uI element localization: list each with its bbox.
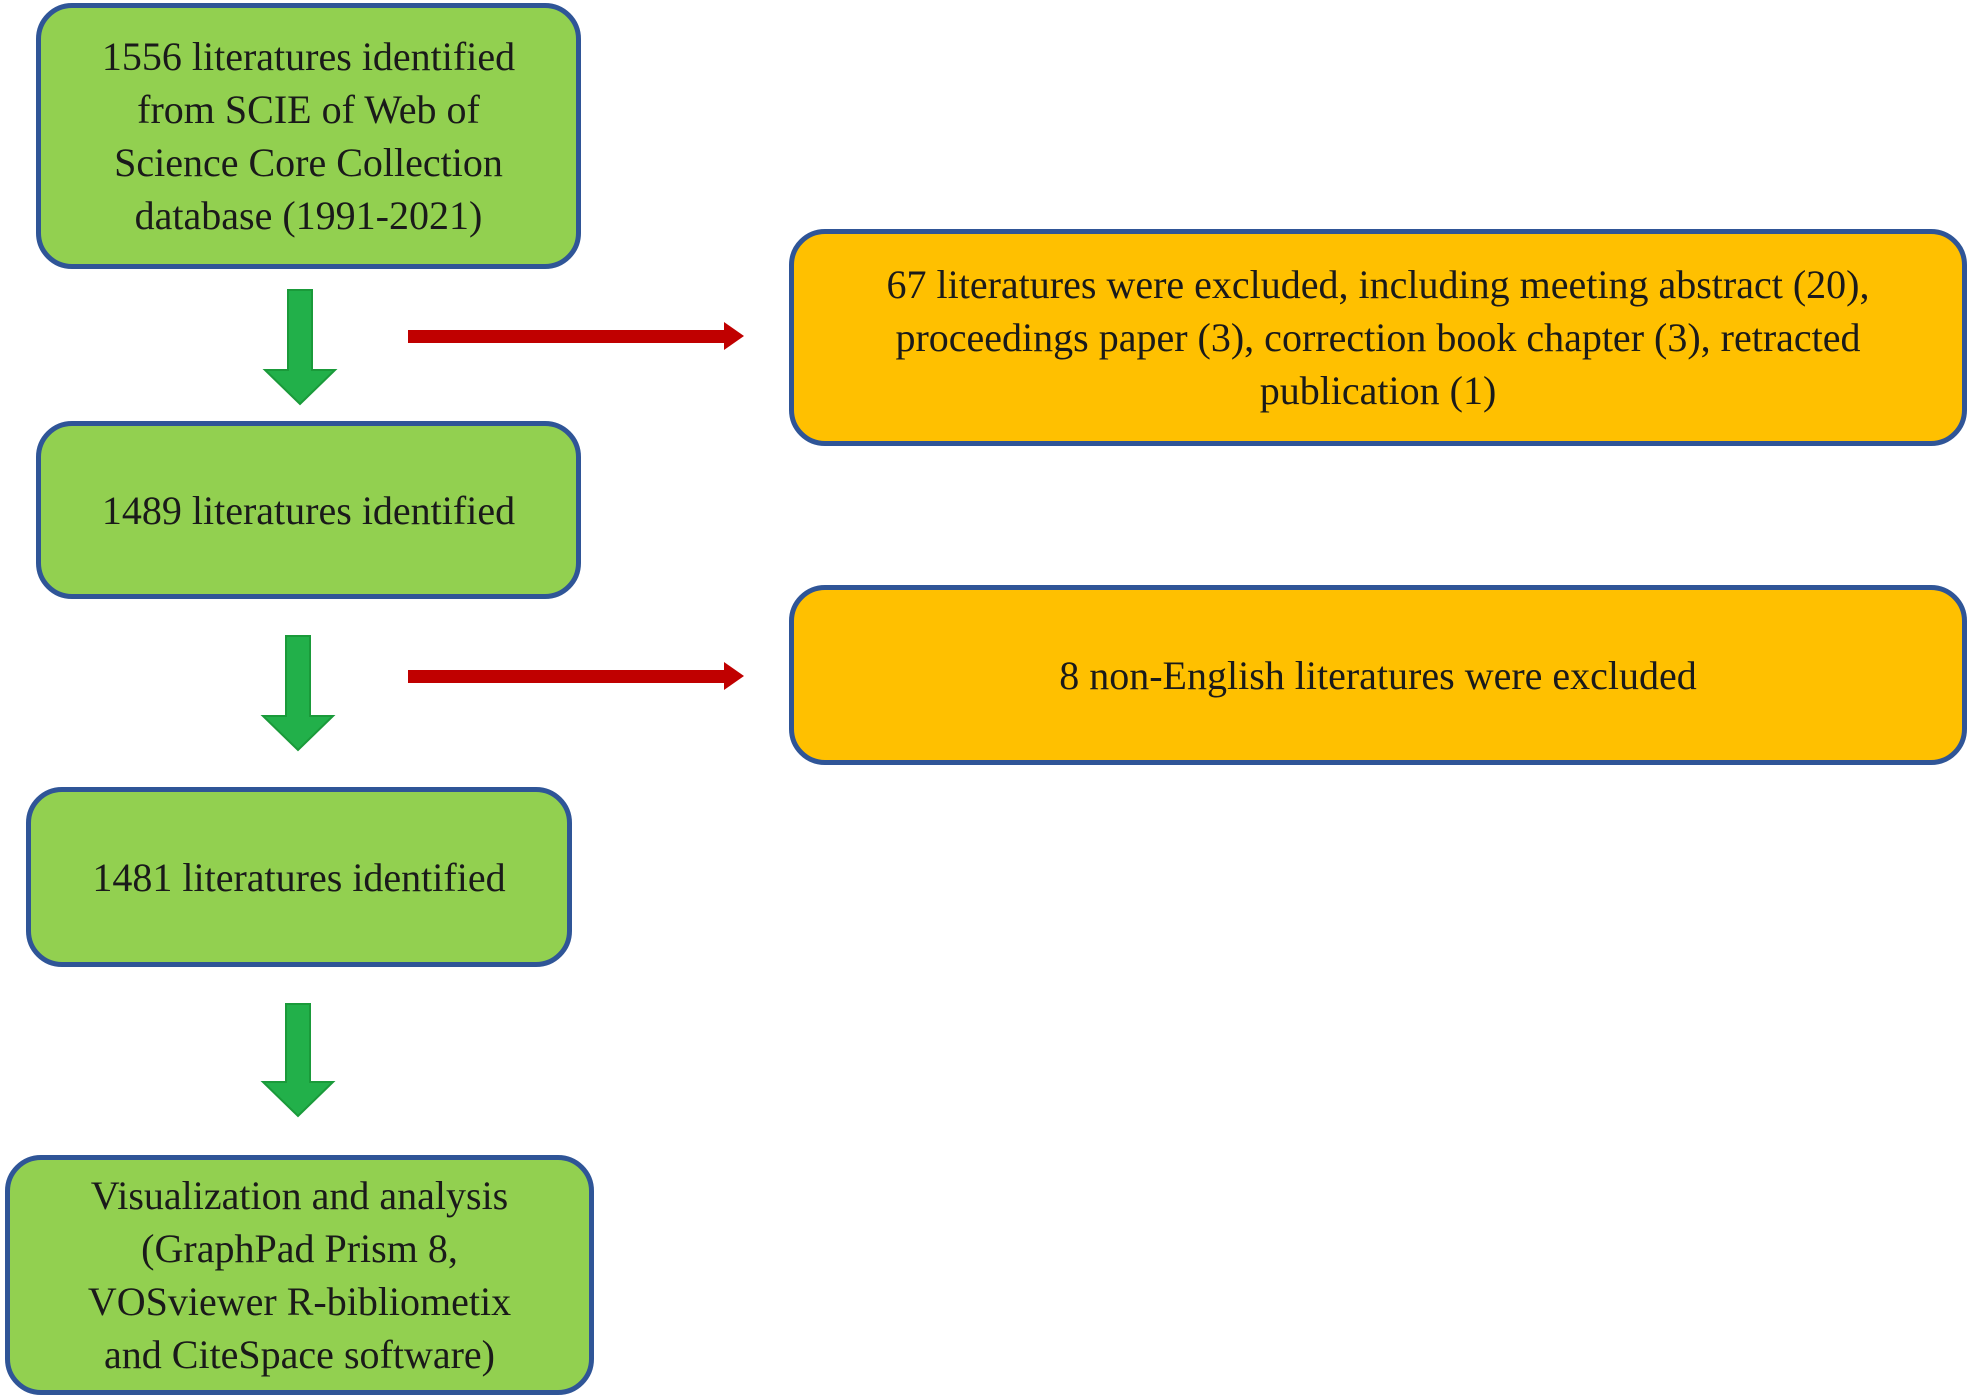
exclusion-box-non-english: 8 non-English literatures were excluded (789, 585, 1967, 765)
down-arrow-1 (262, 289, 338, 406)
step-box-identified-1556: 1556 literatures identified from SCIE of… (36, 3, 581, 269)
step-text-4: Visualization and analysis (GraphPad Pri… (87, 1173, 512, 1377)
exclusion-box-document-types: 67 literatures were excluded, including … (789, 229, 1967, 446)
down-arrow-2 (260, 635, 336, 752)
exclusion-text-2: 8 non-English literatures were excluded (1059, 652, 1697, 698)
step-box-identified-1481: 1481 literatures identified (26, 787, 572, 967)
down-arrow-3 (260, 1003, 336, 1118)
right-arrow-1 (408, 322, 744, 350)
right-arrow-2 (408, 662, 744, 690)
step-text-2: 1489 literatures identified (101, 487, 516, 533)
step-box-identified-1489: 1489 literatures identified (36, 421, 581, 599)
exclusion-text-1: 67 literatures were excluded, including … (886, 262, 1870, 413)
step-box-visualization: Visualization and analysis (GraphPad Pri… (5, 1155, 594, 1395)
step-text-1: 1556 literatures identified from SCIE of… (101, 34, 516, 238)
step-text-3: 1481 literatures identified (92, 854, 506, 900)
